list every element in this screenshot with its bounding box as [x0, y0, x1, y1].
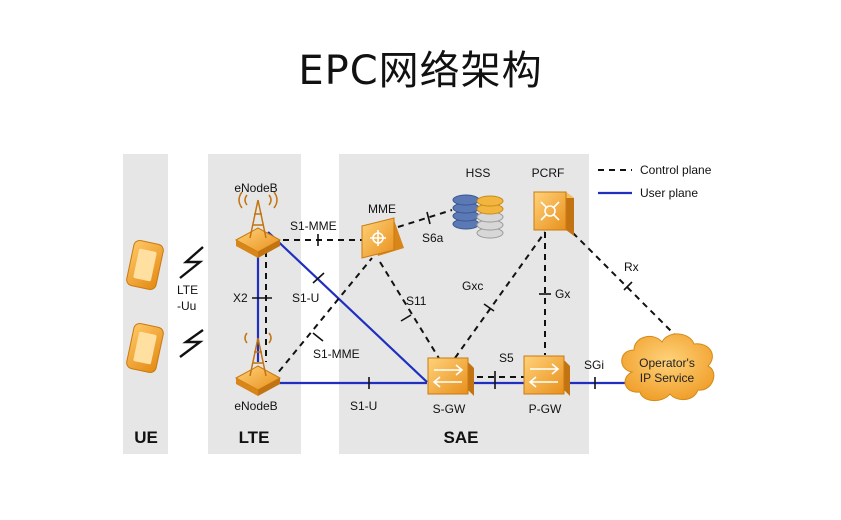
- lte-zone: [208, 154, 301, 454]
- radio-link-top-icon: [179, 246, 204, 279]
- s1-mme-top-label: S1-MME: [290, 219, 337, 233]
- gxc-label: Gxc: [462, 279, 483, 293]
- s11-label: S11: [406, 294, 427, 308]
- ip-service-cloud-icon: [621, 333, 715, 401]
- sgw-label: S-GW: [433, 402, 466, 416]
- gxc-link: [454, 231, 546, 359]
- tick-gxc: [483, 303, 495, 312]
- lte-uu-label-line2: -Uu: [177, 299, 196, 313]
- enodeb-bottom-label: eNodeB: [234, 399, 277, 413]
- ip-service-label-line1: Operator's: [639, 356, 695, 370]
- rx-label: Rx: [624, 260, 639, 274]
- tick-s1-mme-bottom: [312, 332, 324, 342]
- s1-u-top-label: S1-U: [292, 291, 319, 305]
- s1-mme-bottom-link: [271, 257, 373, 381]
- ip-service-label-line2: IP Service: [640, 371, 695, 385]
- ue-zone-label: UE: [134, 428, 158, 447]
- sae-zone-label: SAE: [444, 428, 479, 447]
- rx-link: [564, 224, 681, 341]
- s1-u-bottom-label: S1-U: [350, 399, 377, 413]
- pcrf-label: PCRF: [532, 166, 565, 180]
- lte-uu-label-line1: LTE: [177, 283, 198, 297]
- s1-mme-bottom-label: S1-MME: [313, 347, 360, 361]
- pgw-node-icon: [523, 355, 570, 396]
- s6a-label: S6a: [422, 231, 444, 245]
- pcrf-node-icon: [533, 191, 574, 236]
- hss-label: HSS: [466, 166, 491, 180]
- gx-label: Gx: [555, 287, 570, 301]
- ue-phone-bottom-icon: [126, 323, 164, 373]
- pgw-label: P-GW: [529, 402, 562, 416]
- enodeb-top-icon: [234, 191, 282, 258]
- tick-s1-u-top: [312, 272, 325, 284]
- s5-label: S5: [499, 351, 514, 365]
- s11-link: [379, 261, 441, 361]
- legend-control-label: Control plane: [640, 163, 712, 177]
- tick-s6a: [426, 211, 431, 225]
- tick-s11: [400, 314, 412, 322]
- ue-zone: [123, 154, 168, 454]
- tick-rx: [623, 281, 633, 291]
- x2-label: X2: [233, 291, 248, 305]
- enodeb-top-label: eNodeB: [234, 181, 277, 195]
- legend-user-label: User plane: [640, 186, 698, 200]
- sgi-label: SGi: [584, 358, 604, 372]
- sgw-node-icon: [427, 357, 474, 396]
- page-title: EPC网络架构: [298, 48, 543, 94]
- radio-link-bottom-icon: [179, 329, 204, 358]
- mme-label: MME: [368, 202, 396, 216]
- s1-u-top-link: [267, 231, 428, 383]
- hss-database-icon: [452, 194, 504, 239]
- lte-zone-label: LTE: [239, 428, 270, 447]
- ue-phone-top-icon: [126, 240, 164, 290]
- enodeb-bottom-icon: [234, 332, 282, 396]
- s6a-link: [397, 209, 453, 228]
- mme-node-icon: [361, 217, 404, 259]
